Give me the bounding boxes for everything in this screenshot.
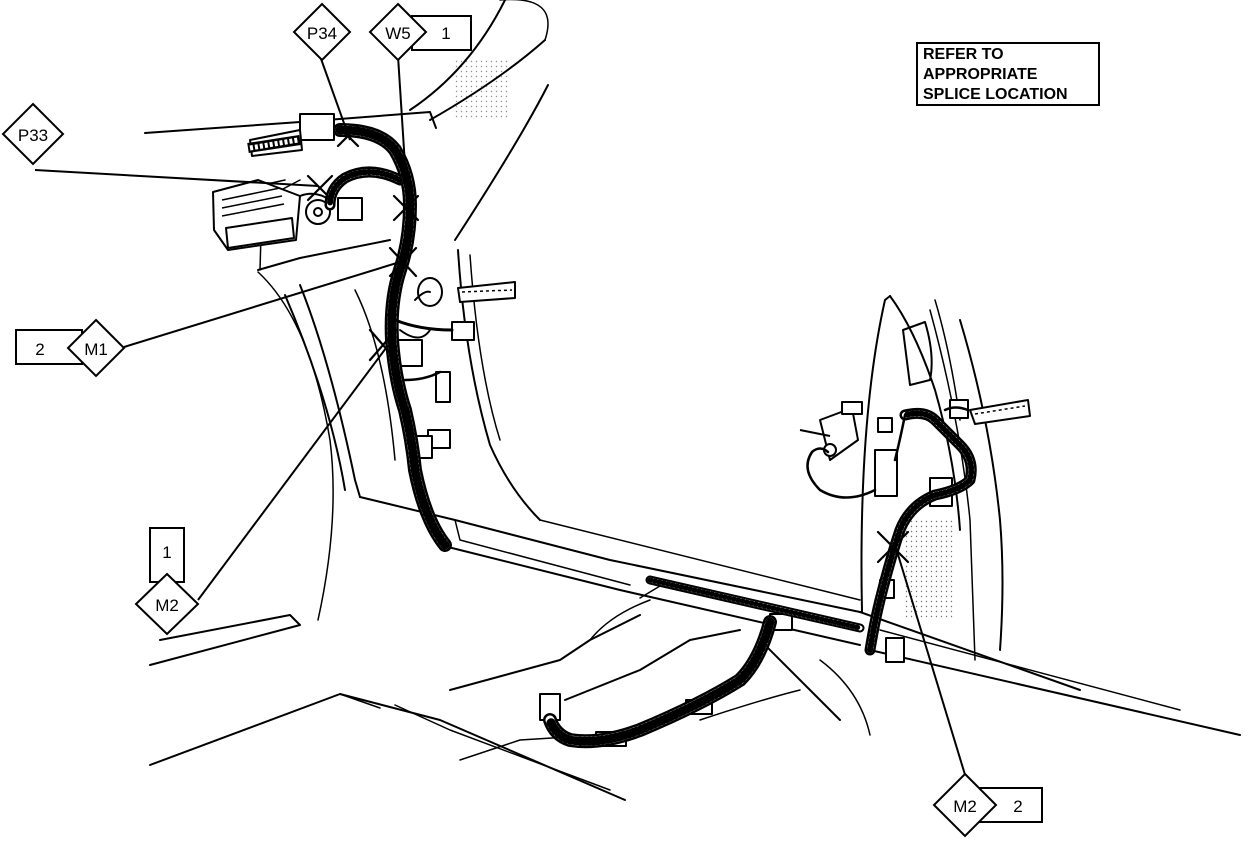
callout-m1-label: M1 <box>84 340 108 359</box>
splice-marker-m2-right <box>876 530 910 564</box>
callout-m2-left-ref: 1 <box>162 543 171 562</box>
callout-w5-ref: 1 <box>441 24 450 43</box>
leader-lines <box>34 55 967 779</box>
callout-m2-left: 1 M2 <box>134 527 200 636</box>
splice-marker-m1 <box>388 246 418 278</box>
callout-p34-label: P34 <box>307 24 337 43</box>
leader-line-w5 <box>397 55 409 213</box>
callout-m1-ref: 2 <box>35 340 44 359</box>
note-line-1: REFER TO <box>923 46 1004 63</box>
callout-p33-label: P33 <box>18 126 48 145</box>
note-line-3: SPLICE LOCATION <box>923 86 1068 103</box>
splice-marker-p33 <box>306 174 334 202</box>
callout-w5: W5 1 <box>368 2 472 62</box>
wiring-harness <box>299 123 977 749</box>
callout-m2-left-label: M2 <box>155 596 179 615</box>
connectors-lineart <box>212 113 1031 747</box>
callout-p33: P33 <box>1 102 65 166</box>
callout-w5-label: W5 <box>385 24 411 43</box>
note-line-2: APPROPRIATE <box>923 66 1038 83</box>
splice-marker-m2-left <box>368 328 398 362</box>
splice-location-note: REFER TO APPROPRIATE SPLICE LOCATION <box>916 42 1100 106</box>
leader-line-p33 <box>34 169 319 187</box>
callout-m1: 2 M1 <box>15 318 126 378</box>
leader-line-p34 <box>319 55 351 141</box>
leader-line-m2-left <box>197 347 387 601</box>
splice-marker-w5 <box>392 194 420 222</box>
callout-m2-right-label: M2 <box>953 797 977 816</box>
callout-m2-right: M2 2 <box>932 772 1043 838</box>
callout-p34: P34 <box>292 2 352 62</box>
leader-line-m1 <box>123 261 401 348</box>
pillar-shading <box>455 60 953 620</box>
callout-m2-right-ref: 2 <box>1013 797 1022 816</box>
leader-line-m2-right <box>895 547 967 779</box>
